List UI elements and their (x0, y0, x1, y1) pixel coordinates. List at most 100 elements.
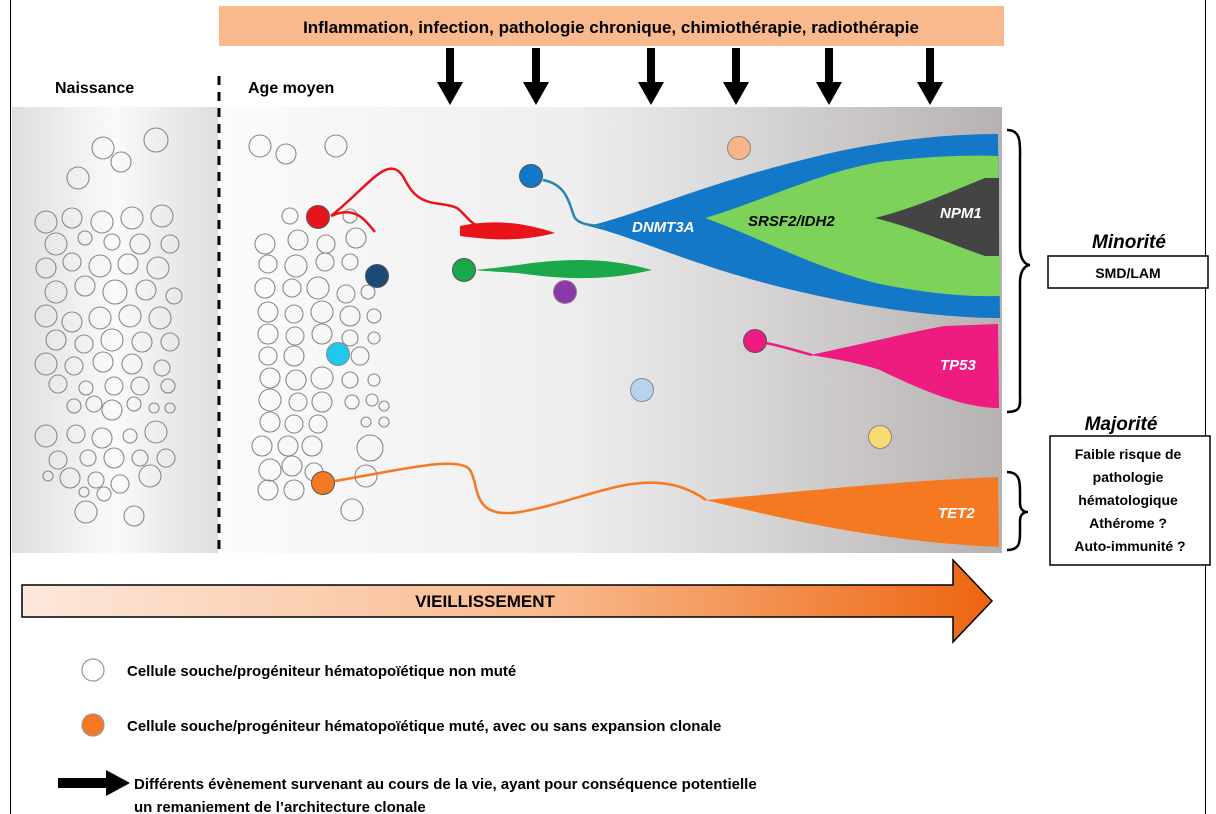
unmutated-cell (126, 396, 142, 412)
blue-mutated-cell (519, 164, 543, 188)
unmutated-cell (254, 233, 276, 255)
unmutated-cell (35, 257, 57, 279)
unmutated-cell (44, 280, 68, 304)
unmutated-cell (378, 400, 390, 412)
unmutated-cell (350, 346, 370, 366)
unmutated-cell (160, 234, 180, 254)
orange-mutated-cell (311, 471, 335, 495)
red-mutated-cell (306, 205, 330, 229)
figure-frame (10, 0, 1206, 814)
unmutated-cell (284, 414, 304, 434)
birth-panel (12, 107, 218, 553)
unmutated-cell (130, 376, 150, 396)
unmutated-cell (258, 346, 278, 366)
red-clone-lineage (330, 167, 479, 228)
unmutated-cell (251, 435, 273, 457)
unmutated-cell (91, 427, 113, 449)
event-arrow-down-icon (638, 48, 664, 105)
unmutated-cell (122, 428, 138, 444)
unmutated-cell (90, 210, 114, 234)
legend-event-arrow-icon (58, 770, 130, 796)
unmutated-cell (156, 448, 176, 468)
unmutated-cell (103, 233, 121, 251)
unmutated-cell (277, 435, 299, 457)
pink-mutated-cell (743, 329, 767, 353)
unmutated-cell (164, 402, 176, 414)
unmutated-cell (285, 369, 307, 391)
tet2-label: TET2 (938, 505, 975, 522)
unmutated-cell (339, 305, 361, 327)
unmutated-cell (367, 331, 381, 345)
birth-cell-cluster (34, 127, 183, 527)
unmutated-cell (360, 416, 372, 428)
legend-mutated-text: Cellule souche/progéniteur hématopoïétiq… (127, 718, 721, 735)
unmutated-cell (144, 420, 168, 444)
unmutated-cell (110, 474, 130, 494)
minority-box (1047, 255, 1209, 289)
unmutated-cell (308, 414, 328, 434)
unmutated-cell (287, 229, 309, 251)
events-banner (219, 6, 1004, 46)
unmutated-cell (78, 486, 90, 498)
unmutated-cell (310, 366, 334, 390)
unmutated-cell (354, 464, 378, 488)
unmutated-cell (74, 275, 96, 297)
event-arrow-down-icon (723, 48, 749, 105)
aging-arrow-label: VIEILLISSEMENT (415, 592, 555, 611)
unmutated-cell (311, 391, 333, 413)
npm1-label: NPM1 (940, 205, 982, 222)
unmutated-cell (258, 388, 282, 412)
unmutated-cell (42, 470, 54, 482)
unmutated-cell (62, 252, 82, 272)
unmutated-cell (148, 402, 160, 414)
unmutated-cell (101, 399, 123, 421)
unmutated-cell (258, 458, 282, 482)
majority-line: Faible risque de (1075, 446, 1182, 462)
purple-mutated-cell (553, 280, 577, 304)
unmutated-cell (64, 356, 84, 376)
tp53-label: TP53 (940, 357, 977, 374)
unmutated-cell (282, 278, 302, 298)
unmutated-cell (340, 498, 364, 522)
unmutated-cell (341, 253, 359, 271)
cyan-mutated-cell (326, 342, 350, 366)
unmutated-cell (365, 393, 379, 407)
unmutated-cell (341, 329, 359, 347)
unmutated-cell (165, 287, 183, 305)
unmutated-cell (356, 434, 384, 462)
unmutated-cell (48, 374, 68, 394)
unmutated-cell (336, 284, 356, 304)
unmutated-cell (103, 447, 125, 469)
unmutated-cell (160, 378, 176, 394)
unmutated-cell (324, 134, 348, 158)
unmutated-cell (345, 227, 367, 249)
tet2-lineage (334, 462, 707, 515)
unmutated-cell (306, 276, 330, 300)
middle-age-cell-cluster (248, 134, 390, 522)
unmutated-cell (275, 143, 297, 165)
tet2-clone (705, 477, 999, 547)
unmutated-cell (121, 353, 143, 375)
red-clone-lineage (330, 210, 376, 233)
unmutated-cell (66, 398, 82, 414)
green-clone-expansion (475, 260, 652, 279)
unmutated-cell (74, 334, 94, 354)
unmutated-cell (344, 394, 360, 410)
unmutated-cell (378, 416, 390, 428)
unmutated-cell (117, 253, 139, 275)
dnmt3a-lineage (542, 178, 606, 228)
unmutated-cell (92, 351, 114, 373)
unmutated-cell (78, 380, 94, 396)
unmutated-cell (135, 279, 157, 301)
event-arrow-down-icon (523, 48, 549, 105)
unmutated-cell (120, 206, 144, 230)
unmutated-cell (315, 252, 335, 272)
unmutated-cell (148, 306, 172, 330)
unmutated-cell (285, 326, 305, 346)
majority-box-text: Faible risque de pathologie hématologiqu… (1074, 446, 1185, 554)
unmutated-cell (34, 352, 58, 376)
unmutated-cell (138, 464, 162, 488)
unmutated-cell (288, 392, 308, 412)
unmutated-cell (102, 279, 128, 305)
